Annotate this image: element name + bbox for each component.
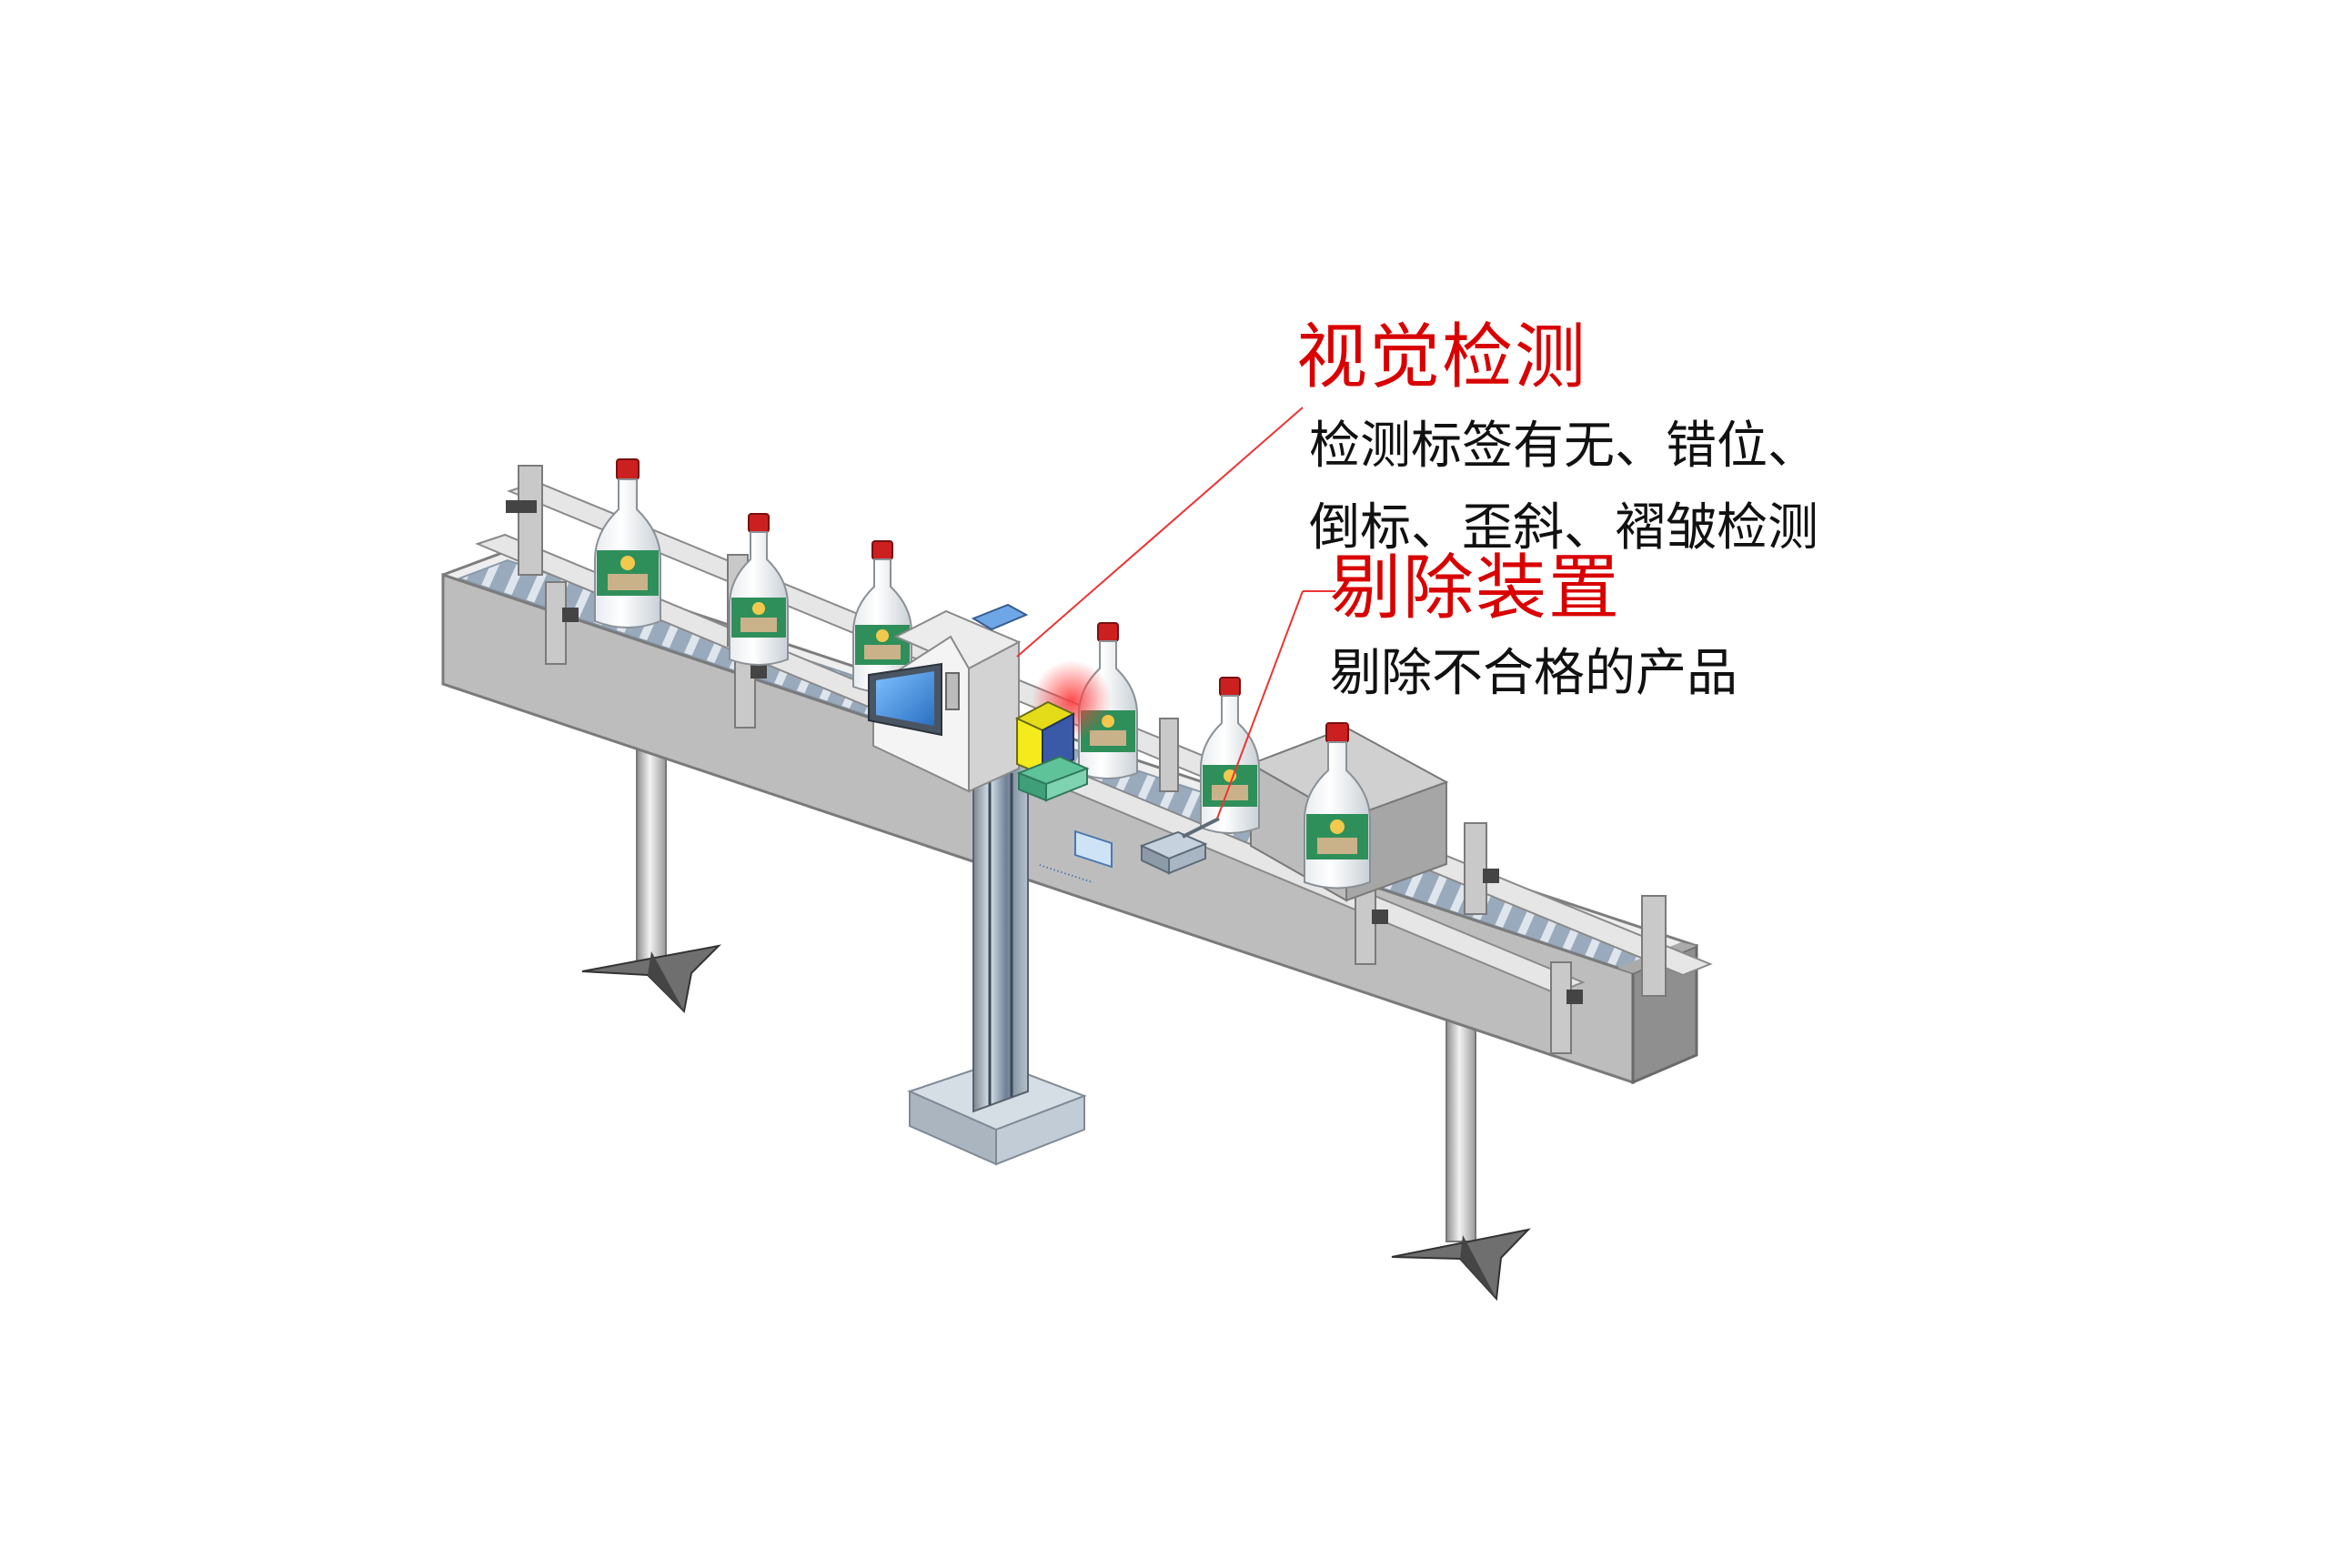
glass-bottle-icon [594, 458, 661, 628]
vision-inspection-title: 视觉检测 [1296, 317, 1588, 398]
glass-bottle-icon [729, 513, 789, 666]
glass-bottle-icon [1200, 677, 1260, 834]
rejection-device-title: 剔除装置 [1330, 548, 1622, 629]
camera-module-icon [1014, 660, 1112, 802]
conveyor-leg-icon [1391, 995, 1531, 1302]
glass-bottle-icon [1304, 722, 1371, 890]
vision-inspection-callout: 视觉检测 检测标签有无、错位、 倒标、歪斜、褶皱检测 [1296, 322, 1818, 557]
reject-leader-line-2 [1216, 590, 1304, 819]
rejection-device-desc: 剔除不合格的产品 [1330, 644, 1738, 703]
touch-screen-icon [868, 662, 942, 737]
rejection-pusher-icon [1139, 817, 1220, 875]
vision-inspection-desc-line2: 倒标、歪斜、褶皱检测 [1309, 498, 1818, 558]
rejection-device-callout: 剔除装置 剔除不合格的产品 [1330, 553, 1738, 702]
vision-inspection-desc-line1: 检测标签有无、错位、 [1309, 417, 1818, 476]
vertical-column-icon [907, 760, 1087, 1166]
vision-leader-line [1016, 407, 1304, 658]
